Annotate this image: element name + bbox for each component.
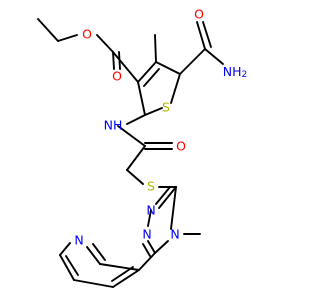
bond-ester-o-c [96,34,114,53]
bond-ester-c-o-double-a [112,51,115,70]
bond-c5-s [170,73,181,104]
atom-amide-nh2: NH2 [223,64,247,81]
bond-py-c6-c5 [59,254,75,281]
bond-py-c3-c2 [99,263,140,271]
bond-c3-n4 [170,186,177,230]
bond-s-c2 [144,107,163,116]
bond-c3-c4-b [143,68,160,87]
bond-ethyl-ch2-o [57,34,78,42]
bond-carbonyl-ch2 [126,145,146,171]
bond-py-c2-n [86,246,101,265]
atom-amide-nh2-main: NH [223,64,242,79]
bond-ethyl-ch3-ch2 [37,18,59,42]
bonds [37,18,224,288]
bond-ch2-s [126,169,144,185]
bond-py-c5-c4 [73,279,114,288]
atom-thioether-s: S [147,179,155,194]
bond-triazole-pyridine [138,252,156,271]
bond-amide-c-o-a [196,21,206,50]
bond-py-n-c6 [59,242,71,256]
atom-amide-nh2-sub: 2 [242,70,248,80]
bond-n1-c5-a [147,240,156,254]
atom-thiophene-s: S [162,100,170,115]
bond-c3-c4-a [137,61,157,83]
atom-ester-o-double: O [112,69,122,84]
bond-c5-amide-c [179,48,206,75]
bond-c2-nh [126,114,146,125]
bond-ester-c-ring [112,51,139,83]
bond-amide-c-o-b [202,21,212,48]
atom-pyridine-n: N [74,233,83,248]
bond-n2-n1 [147,209,152,227]
atom-labels: O O O NH2 S NH O S N N N N [74,7,247,248]
bond-c2-c3 [137,81,146,116]
molecule-structure: O O O NH2 S NH O S N N N N [37,7,247,288]
bond-c5-n4 [154,240,169,254]
atom-ester-o-single: O [82,27,92,42]
bond-py-c2-n-b [92,243,106,261]
atom-amide-o: O [194,7,204,22]
bond-amide-c-n [204,48,224,65]
atom-linker-nh: NH [104,118,123,133]
bond-c3-n2-a [158,186,177,209]
molecule-diagram: O O O NH2 S NH O S N N N N [37,7,247,288]
bond-c3-n2-b [155,186,171,205]
atom-triazole-n1: N [142,227,151,242]
bond-c4-c5 [155,61,181,75]
bond-py-c4-c3 [112,269,140,288]
bond-py-c6-c5-b [65,255,79,276]
atom-triazole-n4: N [170,227,179,242]
bond-n1-c5-b [142,243,151,257]
bond-nh-carbonyl [117,125,146,147]
bond-py-c4-c3-b [111,266,134,282]
bond-c4-methyl [154,34,157,63]
atom-triazole-n2: N [146,203,155,218]
atom-linker-o: O [176,139,186,154]
